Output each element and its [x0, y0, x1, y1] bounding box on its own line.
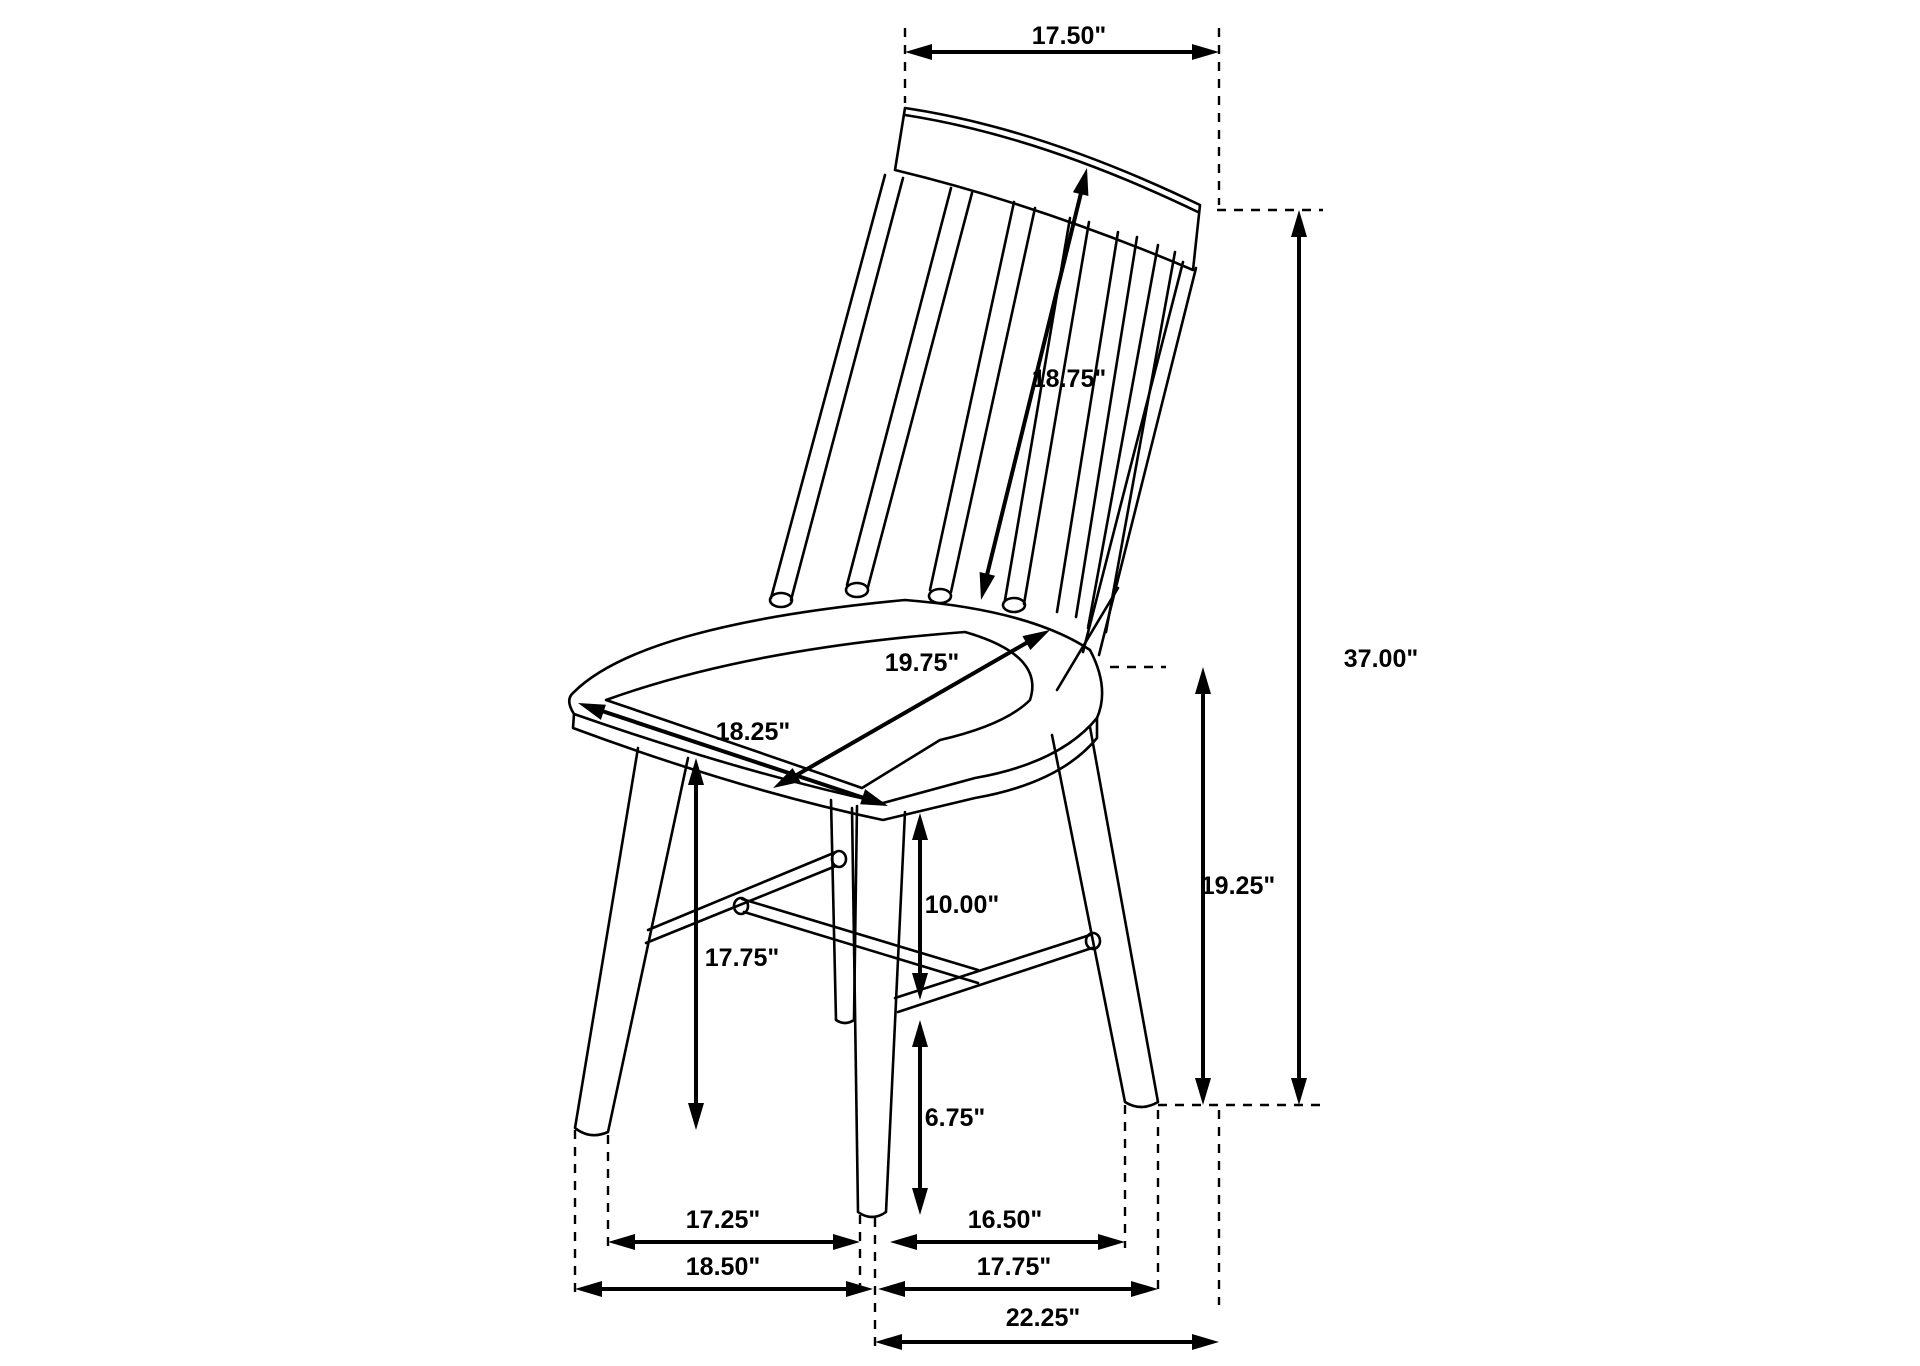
arrow-overall-depth — [875, 1334, 1219, 1350]
arrow-seat-height — [1195, 667, 1211, 1105]
arrow-seat-depth — [773, 630, 1050, 788]
chair-spindle-sockets — [768, 581, 1027, 614]
label-floor-to-seat: 17.75" — [705, 944, 779, 972]
arrow-front-inner — [608, 1234, 860, 1250]
chair-top-rail — [893, 106, 1202, 272]
dimension-arrows — [575, 44, 1307, 1350]
arrow-side-inner — [890, 1234, 1125, 1250]
arrow-back-height — [979, 168, 1089, 600]
arrow-seat-width — [578, 703, 888, 806]
label-stretcher-to-floor: 6.75" — [925, 1104, 986, 1132]
label-front-inner: 17.25" — [686, 1206, 760, 1234]
arrow-seat-to-stretcher — [912, 813, 928, 1000]
chair-seat — [567, 598, 1104, 822]
label-side-outer: 17.75" — [977, 1253, 1051, 1281]
chair-stretchers — [644, 849, 1102, 1014]
label-front-outer: 18.50" — [686, 1253, 760, 1281]
arrow-side-outer — [878, 1281, 1158, 1297]
label-overall-depth: 22.25" — [1006, 1304, 1080, 1332]
extension-lines — [573, 28, 1323, 1348]
arrow-top-width — [905, 44, 1219, 60]
label-seat-depth: 19.75" — [885, 649, 959, 677]
arrow-floor-to-seat — [688, 758, 704, 1130]
chair-legs — [573, 725, 1160, 1219]
chair-drawing — [567, 106, 1202, 1219]
label-seat-to-stretcher: 10.00" — [925, 891, 999, 919]
label-seat-width: 18.25" — [716, 718, 790, 746]
chair-back-spindles — [769, 173, 1198, 692]
arrow-front-outer — [575, 1281, 873, 1297]
label-side-inner: 16.50" — [968, 1206, 1042, 1234]
label-overall-height: 37.00" — [1344, 645, 1418, 673]
label-seat-height: 19.25" — [1201, 872, 1275, 900]
label-back-height: 18.75" — [1032, 365, 1106, 393]
arrow-stretcher-to-floor — [912, 1020, 928, 1215]
label-top-width: 17.50" — [1032, 22, 1106, 50]
arrow-overall-height — [1291, 210, 1307, 1105]
dimension-labels: 17.50" 18.75" 37.00" 19.75" 18.25" 19.25… — [686, 22, 1418, 1332]
